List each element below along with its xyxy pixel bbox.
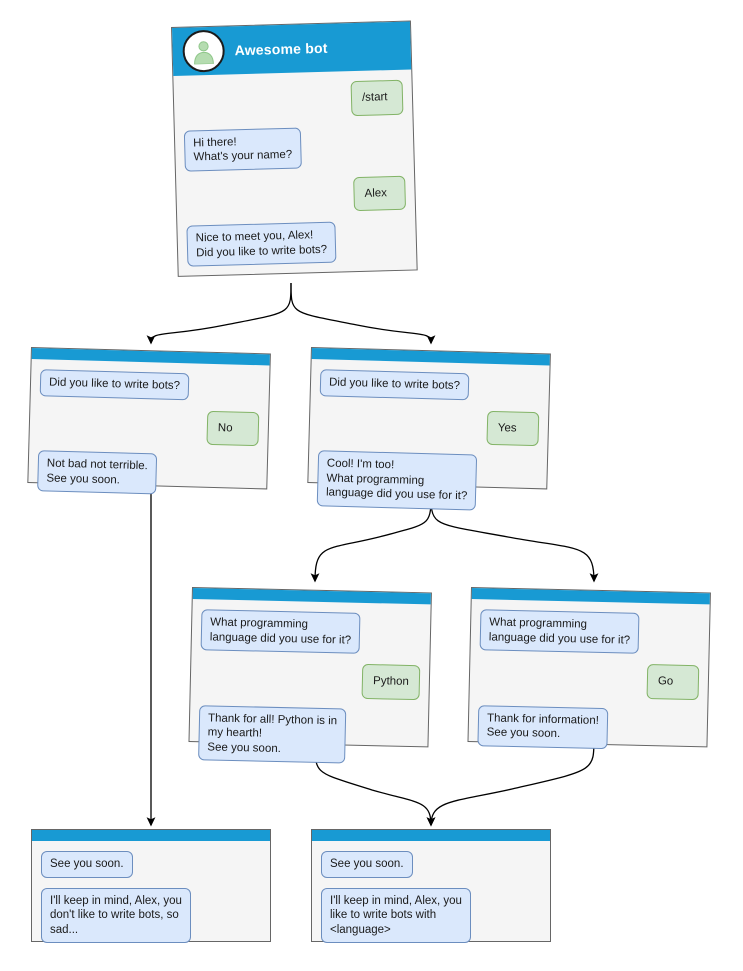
bot-message-bubble[interactable]: Not bad not terrible. See you soon.: [37, 450, 158, 495]
user-message-bubble[interactable]: Go: [646, 664, 700, 700]
message-row: /start: [183, 79, 404, 120]
bot-message-bubble[interactable]: Nice to meet you, Alex! Did you like to …: [186, 221, 337, 267]
message-row: Not bad not terrible. See you soon.: [37, 450, 258, 497]
message-row: Alex: [185, 175, 407, 215]
user-message-bubble[interactable]: Yes: [486, 410, 540, 447]
message-row: No: [38, 406, 260, 447]
message-row: I'll keep in mind, Alex, you like to wri…: [321, 887, 541, 943]
user-message-bubble[interactable]: Alex: [353, 175, 407, 212]
node-end-happy-body: See you soon. I'll keep in mind, Alex, y…: [312, 841, 550, 961]
message-row: Go: [479, 660, 700, 700]
message-row: Python: [200, 660, 421, 700]
message-row: Did you like to write bots?: [319, 369, 541, 401]
node-no-branch-body: Did you like to write bots? No Not bad n…: [28, 359, 270, 515]
message-row: Hi there! What's your name?: [183, 124, 405, 172]
bot-message-bubble[interactable]: Did you like to write bots?: [319, 369, 470, 400]
message-row: Yes: [318, 406, 540, 447]
node-no-branch[interactable]: Did you like to write bots? No Not bad n…: [27, 347, 271, 495]
node-root-header: Awesome bot: [172, 21, 412, 76]
edge-root-to-yes: [290, 282, 436, 345]
bot-message-bubble[interactable]: I'll keep in mind, Alex, you like to wri…: [321, 887, 471, 943]
person-avatar-icon: [182, 29, 226, 73]
message-row: I'll keep in mind, Alex, you don't like …: [41, 887, 261, 943]
bot-message-bubble[interactable]: Thank for all! Python is in my hearth! S…: [198, 704, 347, 764]
node-python-branch-body: What programming language did you use fo…: [189, 599, 431, 783]
message-row: Thank for information! See you soon.: [477, 704, 698, 751]
node-end-sad-header: [32, 830, 270, 841]
node-root-body: /start Hi there! What's your name? Alex …: [173, 70, 417, 285]
message-row: What programming language did you use fo…: [200, 609, 422, 655]
message-row: See you soon.: [41, 851, 261, 878]
message-row: Thank for all! Python is in my hearth! S…: [198, 704, 419, 765]
node-end-happy[interactable]: See you soon. I'll keep in mind, Alex, y…: [311, 829, 551, 943]
edge-root-to-no: [146, 282, 292, 345]
node-end-sad[interactable]: See you soon. I'll keep in mind, Alex, y…: [31, 829, 271, 943]
message-row: What programming language did you use fo…: [479, 609, 701, 655]
node-end-sad-body: See you soon. I'll keep in mind, Alex, y…: [32, 841, 270, 961]
message-row: Nice to meet you, Alex! Did you like to …: [186, 220, 407, 267]
node-yes-branch-body: Did you like to write bots? Yes Cool! I'…: [307, 359, 549, 530]
bot-message-bubble[interactable]: I'll keep in mind, Alex, you don't like …: [41, 887, 191, 943]
bot-message-bubble[interactable]: See you soon.: [41, 851, 133, 878]
node-root[interactable]: Awesome bot /start Hi there! What's your…: [171, 20, 418, 277]
node-go-branch-body: What programming language did you use fo…: [468, 599, 710, 769]
node-end-happy-header: [312, 830, 550, 841]
message-row: See you soon.: [321, 851, 541, 878]
bot-message-bubble[interactable]: See you soon.: [321, 851, 413, 878]
node-go-branch[interactable]: What programming language did you use fo…: [467, 587, 711, 749]
bot-message-bubble[interactable]: Did you like to write bots?: [39, 369, 190, 400]
user-message-bubble[interactable]: No: [206, 410, 260, 447]
node-yes-branch[interactable]: Did you like to write bots? Yes Cool! I'…: [307, 347, 551, 511]
message-row: Cool! I'm too! What programming language…: [316, 450, 538, 511]
bot-title: Awesome bot: [234, 39, 328, 59]
bot-message-bubble[interactable]: Cool! I'm too! What programming language…: [316, 450, 478, 511]
message-row: Did you like to write bots?: [39, 369, 261, 401]
bot-message-bubble[interactable]: Hi there! What's your name?: [183, 127, 302, 172]
user-message-bubble[interactable]: Python: [361, 663, 421, 700]
bot-message-bubble[interactable]: What programming language did you use fo…: [200, 609, 361, 654]
user-message-bubble[interactable]: /start: [350, 79, 404, 116]
bot-message-bubble[interactable]: Thank for information! See you soon.: [477, 704, 609, 749]
bot-message-bubble[interactable]: What programming language did you use fo…: [479, 609, 640, 654]
node-python-branch[interactable]: What programming language did you use fo…: [188, 587, 432, 764]
